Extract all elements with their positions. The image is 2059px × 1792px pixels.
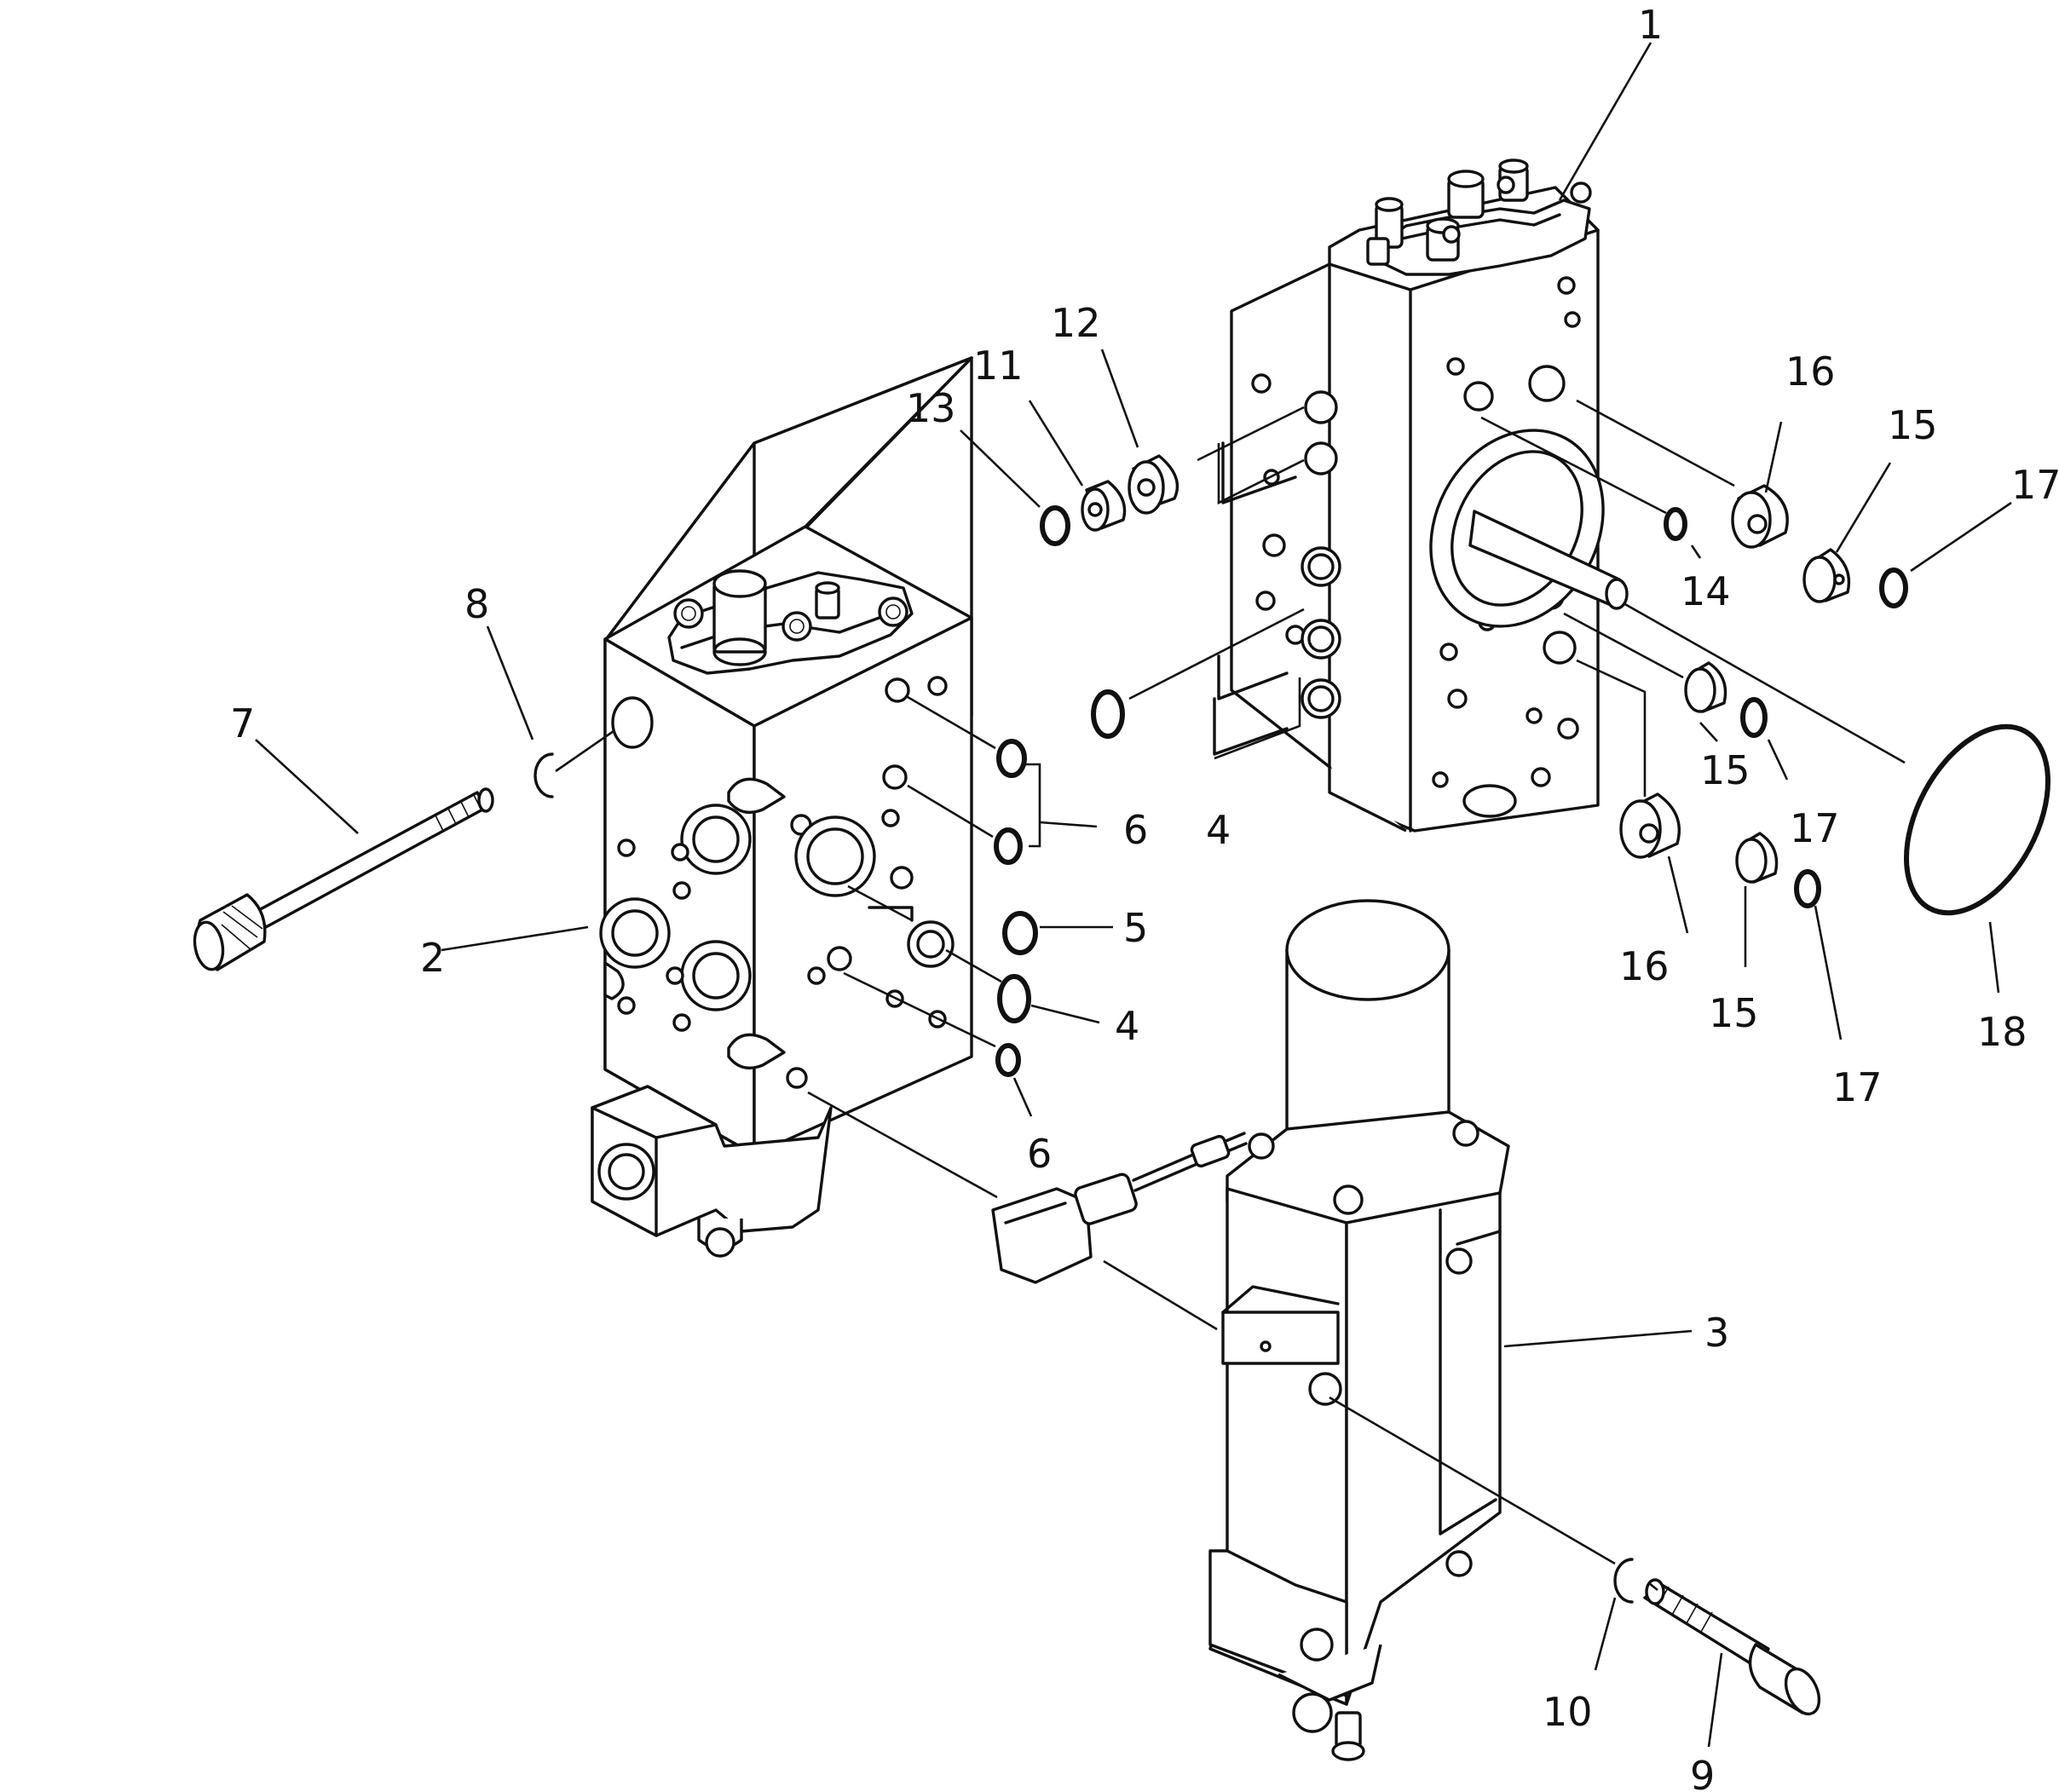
part-6-o-ring-a xyxy=(996,739,1027,778)
part-5-o-ring xyxy=(1002,911,1038,955)
callout-2: 2 xyxy=(420,935,445,981)
callout-15-upper: 15 xyxy=(1888,402,1938,448)
callout-12: 12 xyxy=(1051,300,1101,346)
callout-5: 5 xyxy=(1123,905,1148,951)
callout-10: 10 xyxy=(1543,1689,1593,1735)
callout-13: 13 xyxy=(906,385,956,431)
callout-18: 18 xyxy=(1977,1009,2027,1055)
part-15-plug-c xyxy=(1735,832,1779,884)
part-9-bolt xyxy=(1643,1578,1821,1716)
part-18-o-ring-large xyxy=(1904,723,2050,916)
part-11-plug xyxy=(1081,480,1127,532)
part-16-bushing-lower xyxy=(1619,792,1681,859)
part-4-o-ring-lower xyxy=(997,974,1031,1023)
part-1-valve-body xyxy=(1213,158,1629,833)
callout-6-upper: 6 xyxy=(1123,807,1148,853)
part-17-o-ring-c xyxy=(1794,869,1821,908)
callout-16-upper: 16 xyxy=(1785,349,1836,395)
callout-14: 14 xyxy=(1681,568,1731,614)
callout-4-upper: 4 xyxy=(1206,807,1231,853)
part-2-valve-body xyxy=(591,356,973,1258)
part-12-bushing xyxy=(1128,454,1179,515)
part-10-snap-ring xyxy=(1613,1558,1634,1604)
callout-4-lower: 4 xyxy=(1115,1003,1139,1049)
part-13-o-ring xyxy=(1040,505,1070,546)
callout-16-lower: 16 xyxy=(1619,943,1670,989)
callout-11: 11 xyxy=(973,343,1024,389)
part-7-bolt xyxy=(193,787,494,971)
callout-3: 3 xyxy=(1704,1310,1729,1356)
callout-15-middle: 15 xyxy=(1700,747,1750,793)
part-16-bushing-upper xyxy=(1731,484,1789,549)
callout-17-upper: 17 xyxy=(2011,462,2059,508)
callout-6-lower: 6 xyxy=(1027,1131,1052,1177)
assembly-lines xyxy=(255,42,2012,1748)
part-4-o-ring-upper xyxy=(1091,689,1125,739)
callout-15-lower: 15 xyxy=(1709,990,1759,1036)
part-6-o-ring-c xyxy=(995,1043,1021,1077)
part-8-snap-ring xyxy=(533,752,554,798)
callout-8: 8 xyxy=(464,581,489,627)
part-15-plug-a xyxy=(1802,548,1851,603)
part-3-solenoid-actuator xyxy=(991,899,1510,1761)
part-17-o-ring-a xyxy=(1879,568,1908,608)
callout-9: 9 xyxy=(1690,1753,1715,1792)
callout-7: 7 xyxy=(230,700,255,746)
part-17-o-ring-b xyxy=(1740,697,1768,738)
part-6-o-ring-b xyxy=(994,827,1023,865)
part-15-plug-b xyxy=(1684,661,1727,713)
callout-17-lower: 17 xyxy=(1832,1064,1883,1110)
callout-1: 1 xyxy=(1638,2,1663,48)
part-14-o-ring xyxy=(1664,507,1687,541)
callout-17-middle: 17 xyxy=(1790,805,1840,851)
